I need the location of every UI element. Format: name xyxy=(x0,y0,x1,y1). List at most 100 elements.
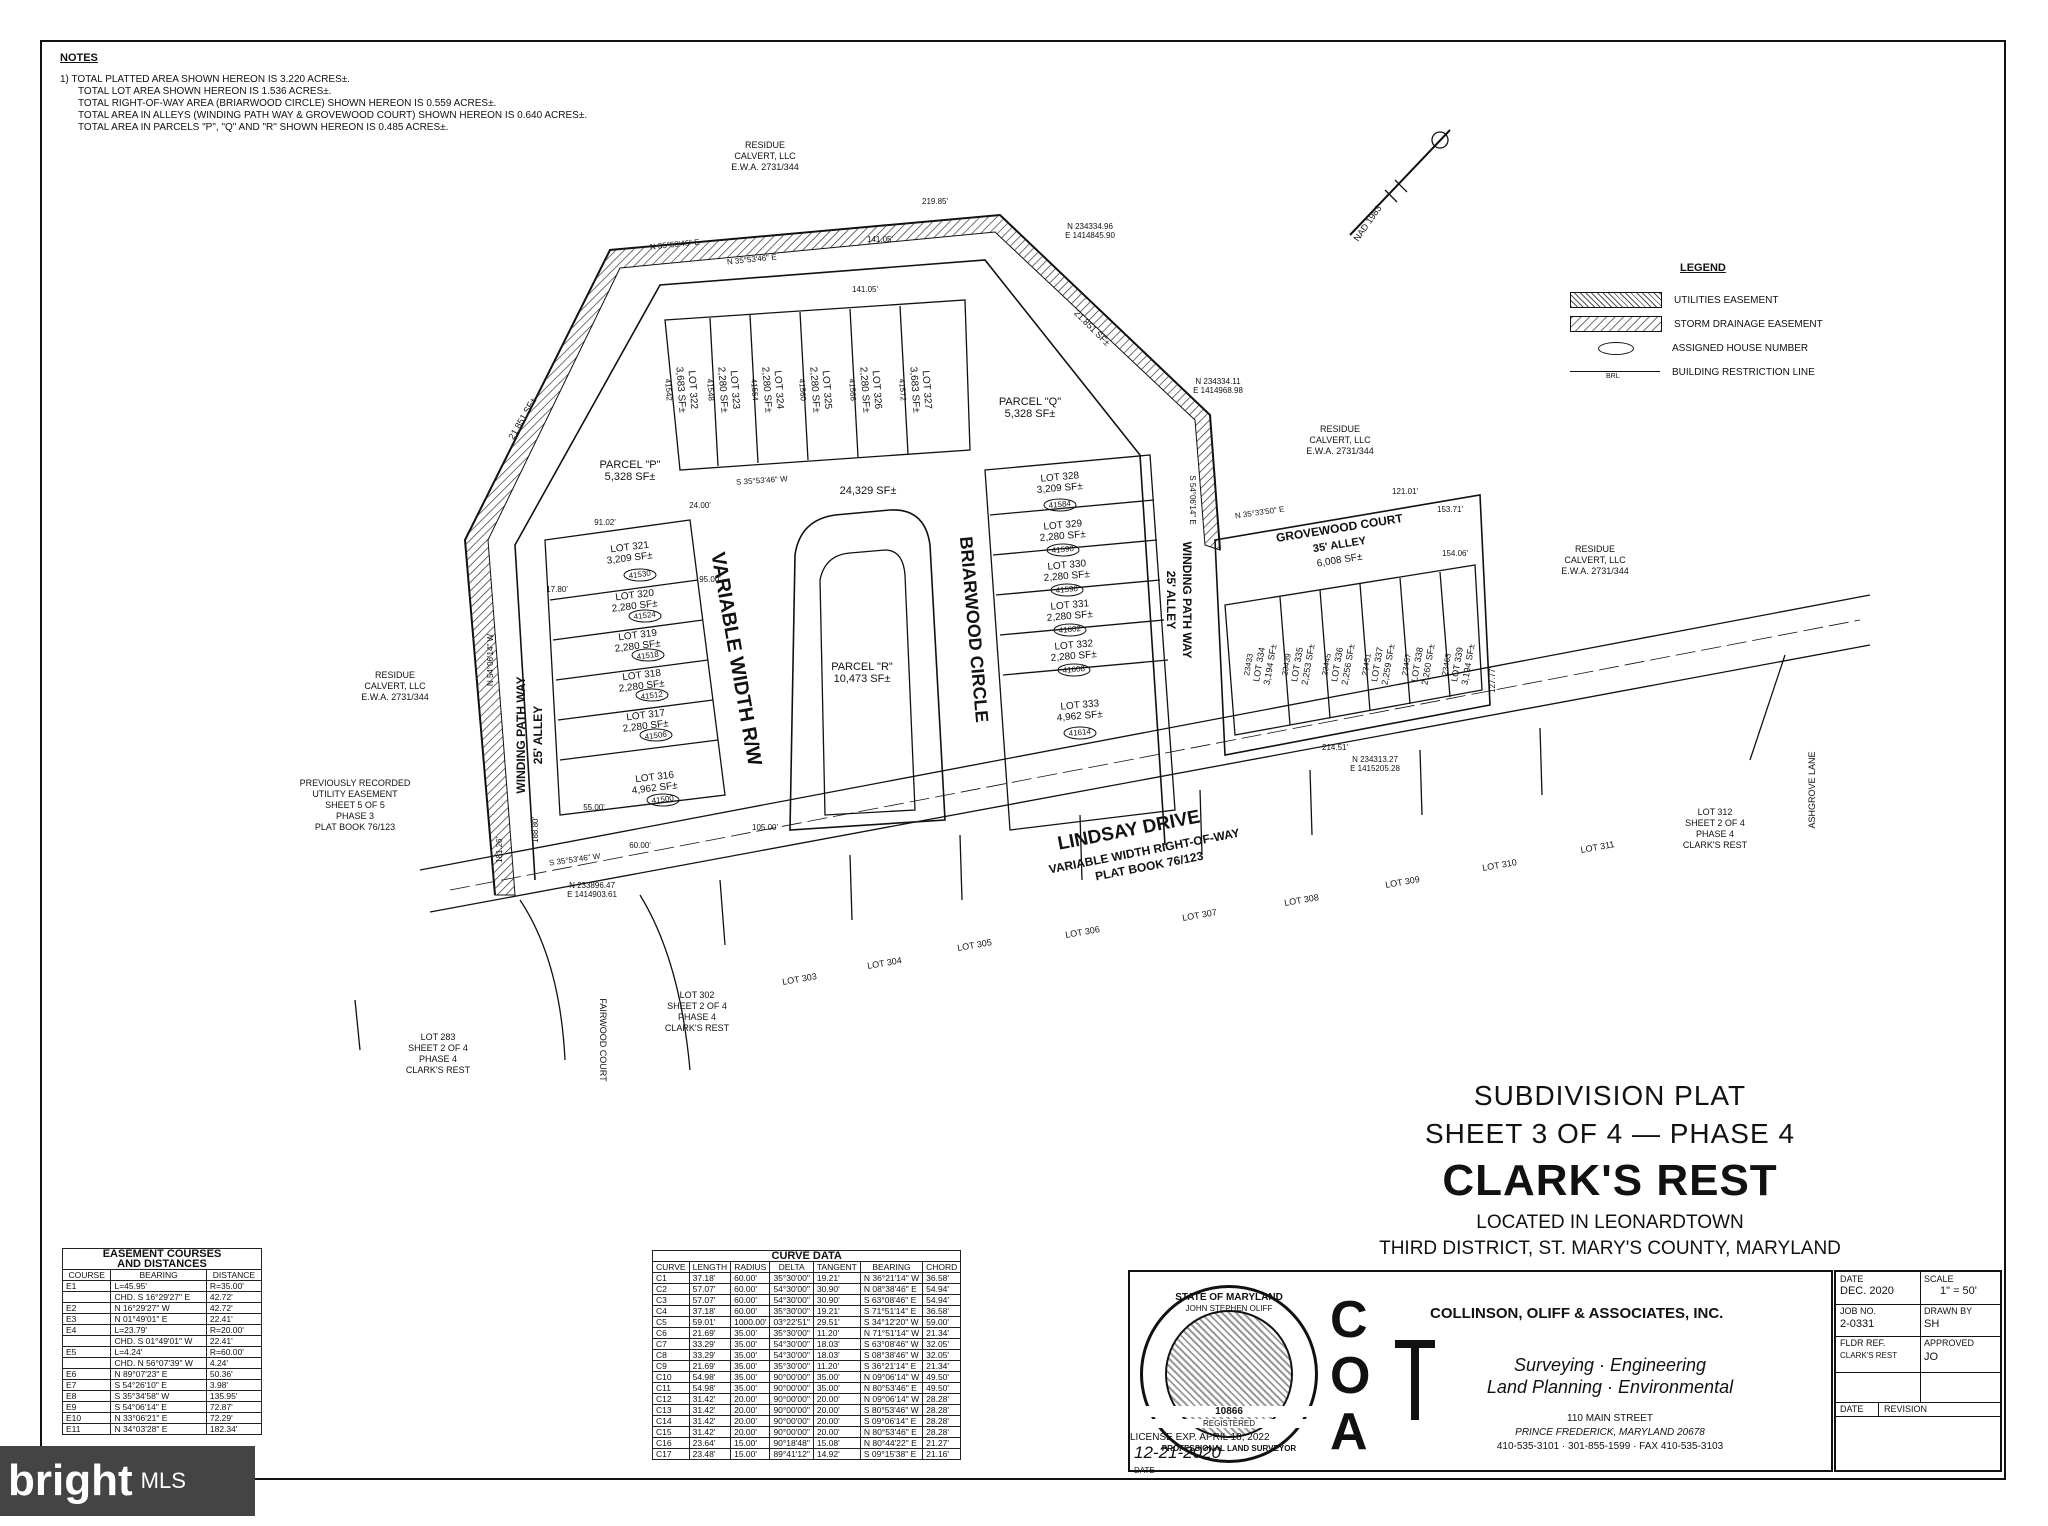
approved-label: APPROVED xyxy=(1924,1338,1975,1348)
lot-reference: SHEET 2 OF 4 xyxy=(667,1001,727,1011)
lot-number: LOT 331 xyxy=(1050,598,1090,612)
drawing-border xyxy=(40,40,2006,1480)
house-number: 41602 xyxy=(1058,624,1081,635)
watermark-suffix: MLS xyxy=(140,1468,186,1493)
table-cell: 15.00' xyxy=(730,1448,771,1460)
services-line: Land Planning · Environmental xyxy=(1486,1377,1734,1397)
lot-area: 3,209 SF± xyxy=(1036,481,1083,496)
table-cell: CHD. S 01°49'01" W xyxy=(110,1335,207,1347)
legend-title: LEGEND xyxy=(1680,262,1726,274)
table-cell: 18.03' xyxy=(812,1349,861,1361)
area-label: 6,008 SF± xyxy=(1316,551,1364,569)
lot-reference: LOT 312 xyxy=(1698,807,1733,817)
table-cell: 36.58' xyxy=(922,1272,962,1284)
lot-area: 4,962 SF± xyxy=(1056,709,1103,724)
table-cell: C2 xyxy=(652,1283,690,1295)
location-line: LOCATED IN LEONARDTOWN xyxy=(1476,1212,1744,1233)
lot-reference: CLARK'S REST xyxy=(406,1065,471,1075)
table-cell: 32.05' xyxy=(922,1349,962,1361)
lot-number: LOT 327 xyxy=(920,370,934,410)
table-header: CURVE xyxy=(652,1261,690,1273)
table-cell: 21.69' xyxy=(688,1360,732,1372)
lot-number: LOT 318 xyxy=(622,668,662,684)
table-cell: L=23.79' xyxy=(110,1324,207,1336)
table-cell: 37.18' xyxy=(688,1272,732,1284)
table-cell: N 80°53'46" E xyxy=(859,1426,924,1438)
table-cell: 33.29' xyxy=(688,1338,732,1350)
coord-label: E 1414903.61 xyxy=(567,890,617,899)
table-cell: 15.08' xyxy=(812,1437,861,1449)
logo-t-mark xyxy=(1395,1340,1435,1420)
table-cell: 54°30'00" xyxy=(769,1349,814,1361)
lot-number: LOT 316 xyxy=(635,770,675,786)
house-number: 41500 xyxy=(651,794,675,806)
table-header: BEARING xyxy=(110,1269,207,1281)
table-cell: CHD. S 16°29'27" E xyxy=(110,1291,207,1303)
table-cell: 20.00' xyxy=(812,1404,861,1416)
coord-label: N 234334.11 xyxy=(1195,377,1241,386)
bearing-label: S 54°06'14" E xyxy=(1188,475,1197,524)
table-cell: E1 xyxy=(61,1280,112,1292)
table-cell: 21.16' xyxy=(922,1448,962,1460)
house-number: 41608 xyxy=(1062,664,1085,675)
license-expiry: LICENSE EXP. APRIL 18, 2022 xyxy=(1130,1432,1270,1443)
lindsay-north-edge xyxy=(419,594,1871,871)
table-cell: R=35.00' xyxy=(205,1280,263,1292)
table-cell: 1000.00' xyxy=(730,1316,771,1328)
dim-label: 127.77' xyxy=(1488,667,1497,693)
table-cell: N 80°53'46" E xyxy=(859,1382,924,1394)
sheet-info-block: DATE DEC. 2020 SCALE 1" = 50' JOB NO. 2-… xyxy=(1834,1270,2002,1472)
house-number: 41614 xyxy=(1068,727,1091,738)
south-lot-label: LOT 307 xyxy=(1181,907,1217,923)
house-number: 23445 xyxy=(1320,652,1333,676)
dim-label: 141.05' xyxy=(867,235,893,244)
table-cell: 23.64' xyxy=(688,1437,732,1449)
note-line: 1) TOTAL PLATTED AREA SHOWN HEREON IS 3.… xyxy=(60,74,351,85)
house-number: 41596 xyxy=(1055,584,1078,595)
bearing-label: N 35°33'50" E xyxy=(1234,505,1285,521)
lot-area: 2,280 SF± xyxy=(759,366,773,413)
curve-caption: CURVE DATA xyxy=(651,1250,962,1262)
table-cell: 31.42' xyxy=(688,1404,732,1416)
table-cell: 30.90' xyxy=(812,1283,861,1295)
table-cell: R=20.00' xyxy=(205,1324,263,1336)
table-cell: N 89°07'23" E xyxy=(110,1368,207,1380)
south-lot-label: LOT 309 xyxy=(1384,874,1420,890)
table-cell: 20.00' xyxy=(812,1426,861,1438)
table-cell: N 80°44'22" E xyxy=(859,1437,924,1449)
dim-label: 121.01' xyxy=(1392,487,1418,496)
lot-area: 2,280 SF± xyxy=(1046,609,1093,624)
notes-heading: NOTES xyxy=(60,52,98,64)
utility-easement-band xyxy=(464,214,1221,896)
date-label: DATE xyxy=(1840,1274,1864,1284)
table-cell: 90°00'00" xyxy=(769,1404,814,1416)
bright-mls-watermark: bright MLS xyxy=(0,1446,255,1516)
table-cell: 4.24' xyxy=(205,1357,263,1369)
residue-label: RESIDUE xyxy=(745,140,785,150)
table-cell: S 71°51'14" E xyxy=(859,1305,924,1317)
table-cell: 35°30'00" xyxy=(769,1360,814,1372)
subdivision-name: CLARK'S REST xyxy=(1442,1156,1778,1205)
parcel-r-outline xyxy=(819,549,916,816)
residue-label: CALVERT, LLC xyxy=(1564,555,1626,565)
table-cell: C1 xyxy=(652,1272,690,1284)
table-cell: 31.42' xyxy=(688,1393,732,1405)
title-block: SUBDIVISION PLAT SHEET 3 OF 4 — PHASE 4 … xyxy=(1260,1080,1960,1260)
winding-path-label: WINDING PATH WAY xyxy=(1180,541,1194,658)
table-cell: 35.00' xyxy=(812,1382,861,1394)
dim-label: 60.00' xyxy=(629,841,651,850)
table-cell: L=45.95' xyxy=(110,1280,207,1292)
table-cell: L=4.24' xyxy=(110,1346,207,1358)
table-cell: R=60.00' xyxy=(205,1346,263,1358)
table-cell: S 09°15'38" E xyxy=(859,1448,924,1460)
table-cell: N 34°03'28" E xyxy=(110,1423,207,1435)
lot-area: 3,683 SF± xyxy=(907,366,921,413)
house-number: 23433 xyxy=(1242,652,1255,676)
parcel-p-area: 5,328 SF± xyxy=(605,471,656,483)
table-cell: 54.98' xyxy=(688,1371,732,1383)
residue-label: CALVERT, LLC xyxy=(1309,435,1371,445)
